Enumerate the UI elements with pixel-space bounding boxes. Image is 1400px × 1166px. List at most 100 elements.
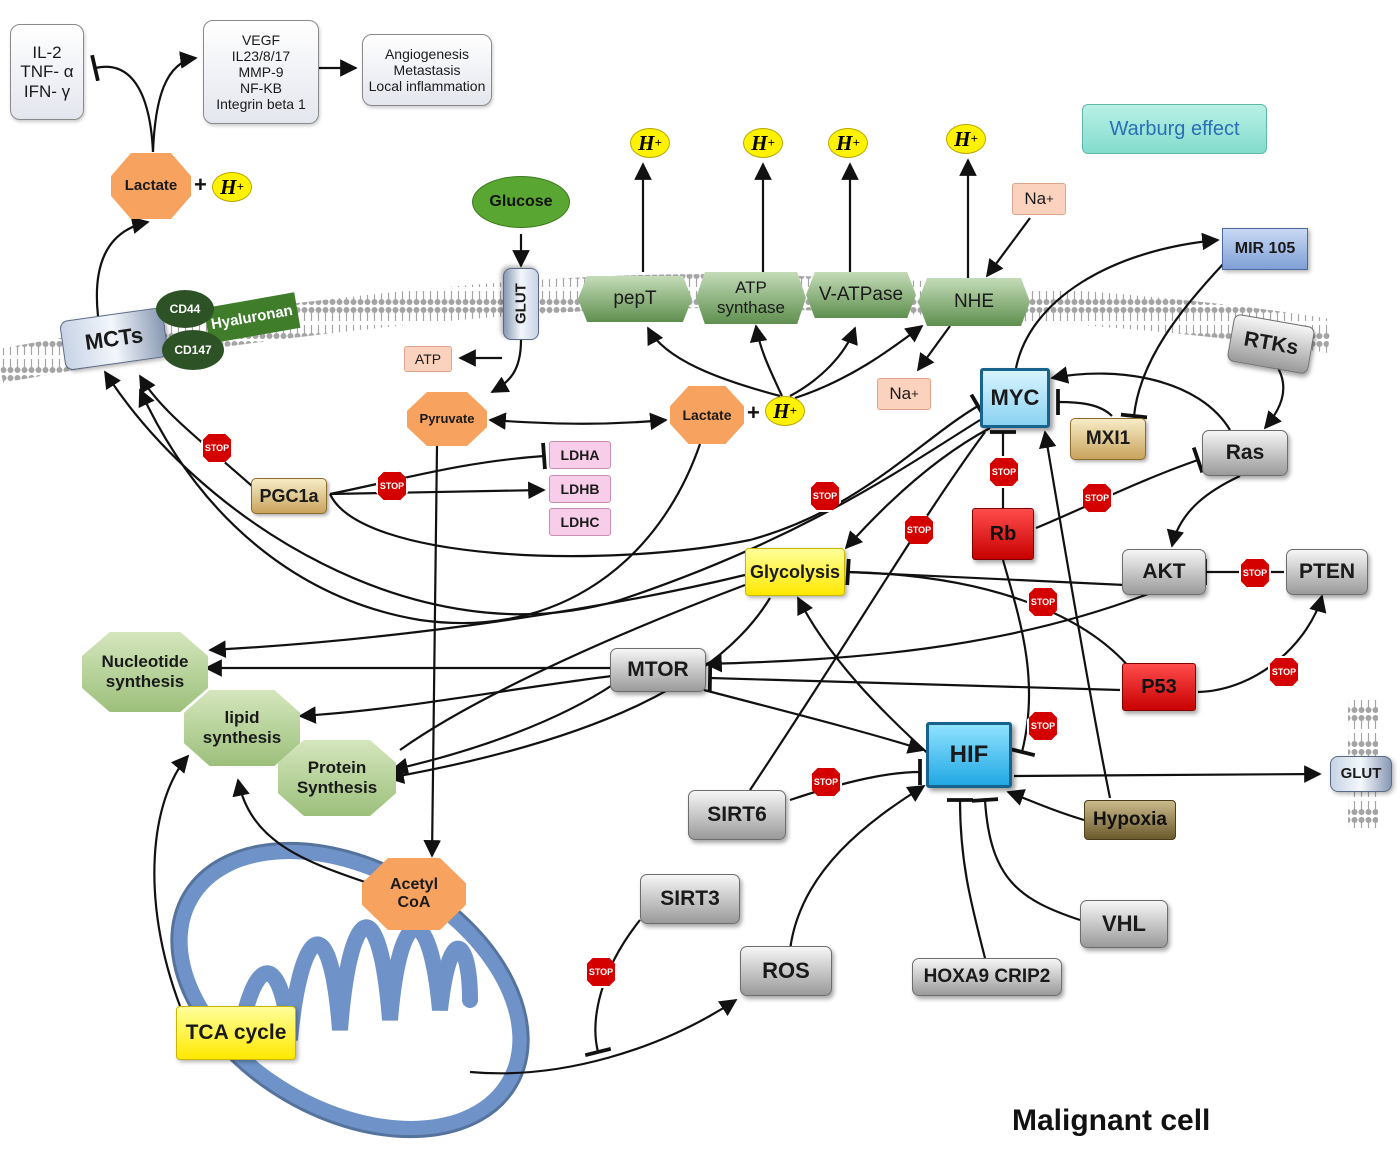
edge-akt-mtor [704, 592, 1149, 673]
h-plus-ion: H+ [630, 128, 670, 158]
h-plus-label: H [773, 398, 790, 423]
cytokine-item: IFN- γ [23, 81, 71, 101]
na-ion-outside: Na+ [1012, 183, 1066, 215]
edge-tca-lipid [153, 754, 190, 1007]
edge-pyruvate-acetylcoa [423, 445, 441, 858]
edge-sirt3-mito [584, 919, 641, 1058]
p53: P53 [1122, 663, 1196, 711]
edge-p53-pten [1197, 594, 1327, 694]
ros: ROS [740, 946, 832, 996]
edge-na-nhe [985, 217, 1031, 278]
edge-mito-ros [469, 999, 738, 1075]
hif: HIF [926, 722, 1012, 788]
edge-glycolysis-nucleotide [208, 573, 746, 658]
na-sup: + [1046, 190, 1054, 206]
acetyl-coa: Acetyl CoA [362, 858, 466, 930]
edge-pgc1a-myc [328, 393, 987, 558]
vhl: VHL [1080, 900, 1168, 948]
protein-synthesis: Protein Synthesis [278, 740, 396, 816]
edge-ros-hif [788, 785, 926, 951]
h-plus-label: H [954, 126, 971, 151]
h-plus-label: H [836, 130, 853, 155]
h-plus-ion: H+ [828, 128, 868, 158]
glycolysis: Glycolysis [745, 548, 845, 596]
edge-lactate-cytokines [90, 54, 155, 153]
edge-glycolysis-acetylcoa [399, 583, 746, 751]
edge-myc-mir105 [1014, 232, 1220, 369]
hypoxia: Hypoxia [1084, 800, 1176, 840]
edge-myc-mcts [104, 370, 981, 616]
edge-mtor-protein [390, 683, 615, 776]
h-plus-ion: H+ [743, 128, 783, 158]
mxi1: MXI1 [1070, 418, 1146, 460]
h-plus-ion: H+ [212, 172, 252, 202]
h-plus-label: H [638, 130, 655, 155]
factor-item: VEGF [241, 31, 281, 48]
v-atpase: V-ATPase [806, 272, 916, 318]
edge-mcts-lactate [95, 216, 150, 317]
h-plus-sup: + [789, 403, 797, 418]
rb: Rb [972, 508, 1034, 560]
warburg-effect-banner: Warburg effect [1082, 104, 1267, 154]
edge-pyruvate-lactate [488, 412, 668, 431]
ldhb: LDHB [549, 475, 611, 503]
h-plus-label: H [751, 130, 768, 155]
edge-glut-pyruvate [490, 339, 523, 393]
stop-sign: STOP [810, 766, 842, 798]
edge-pgc1a-ldha [329, 442, 547, 496]
na-ion-inside: Na+ [877, 378, 931, 410]
pgc1a: PGC1a [251, 478, 327, 514]
na-label: Na [1024, 189, 1047, 209]
ras: Ras [1202, 430, 1288, 476]
plus-sign: + [194, 172, 207, 197]
edge-h-pept [647, 326, 781, 398]
h-plus-sup: + [852, 135, 860, 150]
h-plus-sup: + [767, 135, 775, 150]
h-plus-sup: + [970, 131, 978, 146]
stop-sign: STOP [1027, 586, 1059, 618]
hoxa9-crip2: HOXA9 CRIP2 [912, 958, 1062, 996]
sirt6: SIRT6 [688, 790, 786, 840]
stop-sign: STOP [201, 432, 233, 464]
plus-sign: + [747, 400, 760, 425]
edge-hif-glycolysis [797, 596, 936, 761]
glut-right: GLUT [1330, 756, 1392, 792]
glucose: Glucose [472, 176, 570, 228]
pten: PTEN [1286, 549, 1368, 595]
edge-myc-sirt6 [749, 431, 986, 791]
h-plus-label: H [220, 174, 237, 199]
edge-ras-akt [1166, 475, 1241, 548]
stop-sign: STOP [376, 470, 408, 502]
stop-sign: STOP [809, 480, 841, 512]
atp: ATP [404, 346, 452, 372]
edge-h-atps [749, 324, 783, 397]
edge-ras-myc [1050, 366, 1231, 431]
factor-item: NF-KB [240, 80, 282, 97]
outcome-item: Local inflammation [368, 78, 486, 95]
edge-pgc1a-mcts [139, 374, 253, 487]
outcomes-box: Angiogenesis Metastasis Local inflammati… [362, 34, 492, 106]
cytokine-item: TNF- α [20, 62, 74, 82]
h-plus-ion: H+ [765, 396, 805, 426]
lipid-synthesis: lipid synthesis [184, 690, 300, 766]
factor-item: Integrin beta 1 [216, 96, 306, 113]
outcome-item: Angiogenesis [384, 45, 470, 62]
edge-sirt6-hif [789, 758, 922, 802]
tca-cycle: TCA cycle [176, 1006, 296, 1060]
edge-hypoxia-hif [1006, 789, 1085, 822]
stop-sign: STOP [903, 514, 935, 546]
edge-mtor-lipid [298, 674, 613, 724]
na-label: Na [889, 384, 912, 404]
akt: AKT [1122, 549, 1206, 595]
edge-h-nhe [794, 324, 924, 400]
edge-acetylcoa-lipid [232, 778, 366, 884]
cytokine-item: IL-2 [32, 42, 62, 62]
pept-transporter: pepT [578, 276, 692, 322]
edge-p53-mtor [707, 664, 1121, 692]
factors-box: VEGF IL23/8/17 MMP-9 NF-KB Integrin beta… [203, 20, 319, 124]
mir105: MIR 105 [1222, 228, 1308, 270]
edge-mxi1-myc [1056, 388, 1113, 417]
edge-rtks-ras [1263, 367, 1285, 430]
lactate-top: Lactate [111, 153, 191, 219]
